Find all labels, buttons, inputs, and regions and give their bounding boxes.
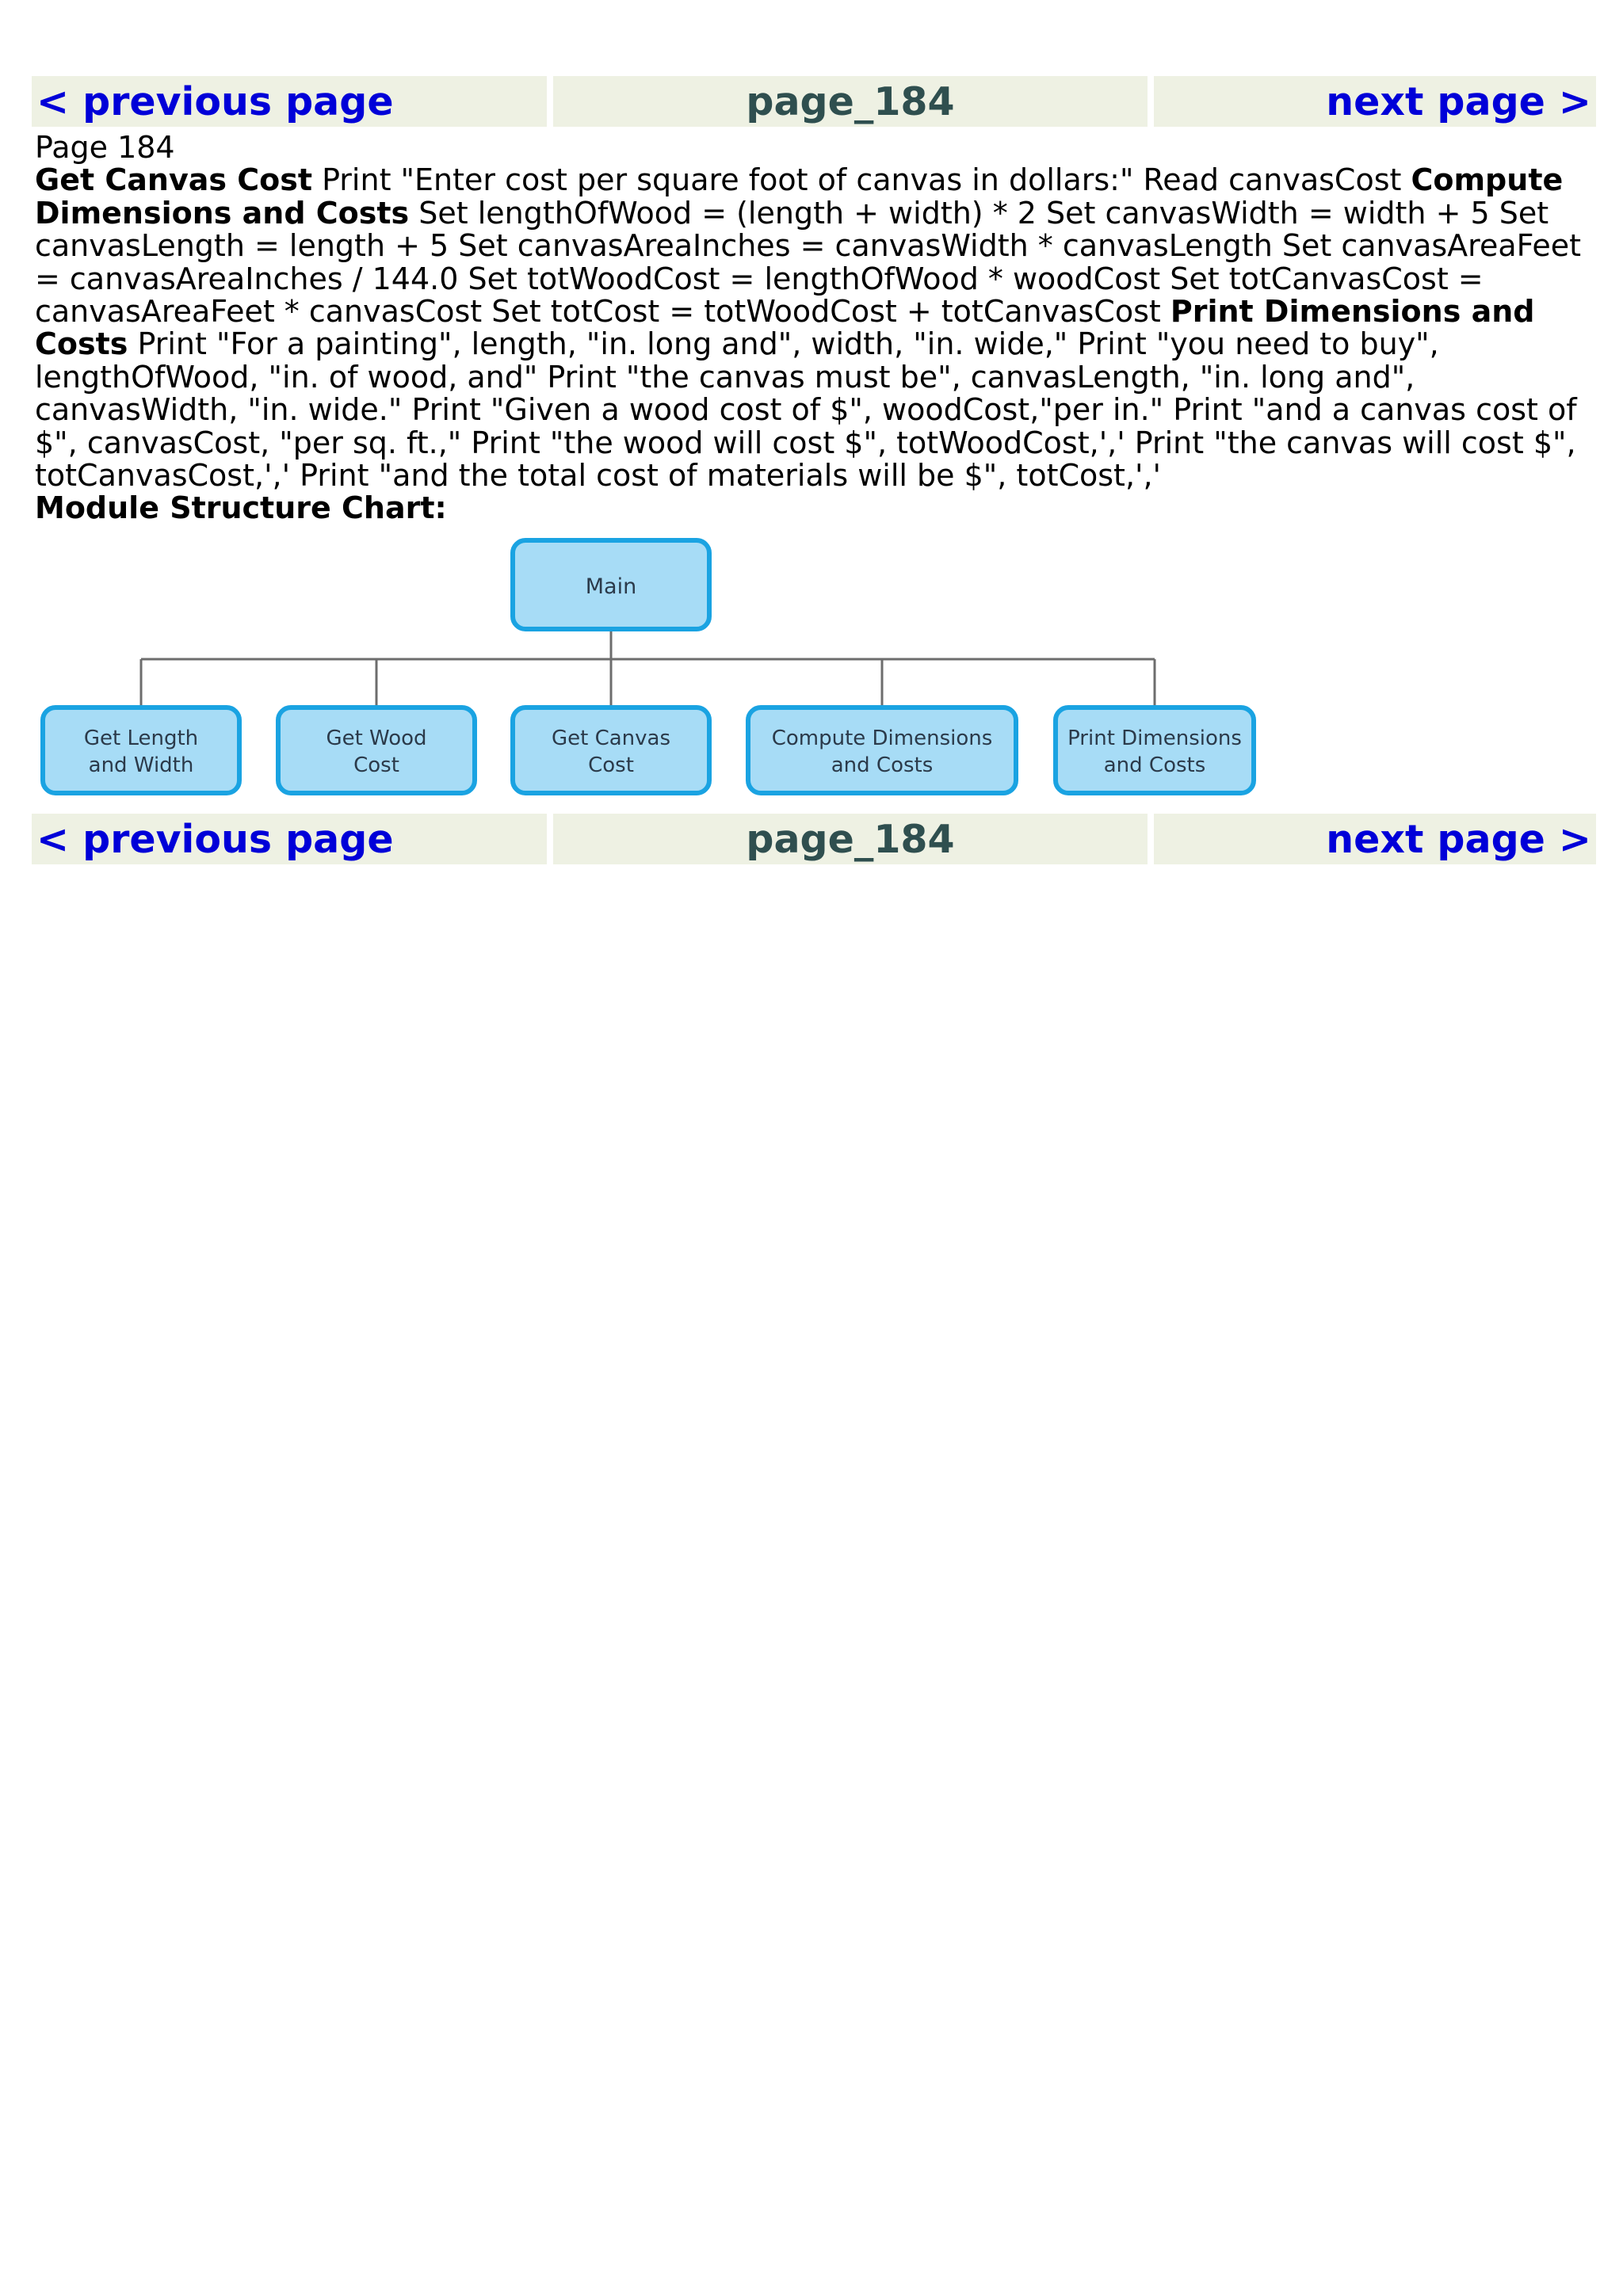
node-label-line1: Get Canvas: [552, 727, 670, 750]
node-main-label: Main: [586, 574, 636, 599]
node-get-length-and-width: Get Length and Width: [40, 705, 242, 795]
heading-get-canvas-cost: Get Canvas Cost: [35, 162, 312, 198]
node-label-line1: Print Dimensions: [1067, 727, 1242, 750]
connector-lines: [139, 629, 1156, 707]
node-label-line2: Cost: [588, 753, 634, 777]
node-main: Main: [510, 538, 712, 631]
top-navigation-bar: < previous page page_184 next page >: [32, 76, 1596, 127]
node-label-line1: Compute Dimensions: [772, 727, 993, 750]
text-get-canvas-cost: Print "Enter cost per square foot of can…: [311, 162, 1411, 198]
node-compute-dimensions-and-costs: Compute Dimensions and Costs: [746, 705, 1018, 795]
page-content: Page 184 Get Canvas Cost Print "Enter co…: [35, 130, 1593, 526]
bottom-navigation-bar: < previous page page_184 next page >: [32, 814, 1596, 864]
text-print-dimensions: Print "For a painting", length, "in. lon…: [35, 326, 1577, 494]
page-label: page_184: [553, 76, 1148, 127]
heading-compute-dimensions: Compute Dimensions and Costs: [35, 162, 1564, 231]
next-page-link[interactable]: next page >: [1154, 76, 1596, 127]
node-label-line2: Cost: [353, 753, 399, 777]
page-label: page_184: [553, 814, 1148, 864]
node-label-line2: and Width: [89, 753, 194, 777]
module-structure-chart-svg: Main Get Length and Width Get Wood Cost …: [40, 538, 1256, 795]
previous-page-link[interactable]: < previous page: [32, 814, 547, 864]
node-print-dimensions-and-costs: Print Dimensions and Costs: [1053, 705, 1256, 795]
module-structure-chart: Main Get Length and Width Get Wood Cost …: [32, 531, 1268, 808]
pseudocode-paragraph: Get Canvas Cost Print "Enter cost per sq…: [35, 164, 1593, 492]
node-get-wood-cost: Get Wood Cost: [276, 705, 477, 795]
node-get-canvas-cost: Get Canvas Cost: [510, 705, 712, 795]
node-label-line1: Get Length: [84, 727, 198, 750]
node-label-line2: and Costs: [831, 753, 934, 777]
previous-page-link[interactable]: < previous page: [32, 76, 547, 127]
module-chart-heading: Module Structure Chart:: [35, 490, 447, 526]
node-label-line1: Get Wood: [326, 727, 426, 750]
text-compute-dimensions: Set lengthOfWood = (length + width) * 2 …: [35, 195, 1582, 330]
heading-print-dimensions: Print Dimensions and Costs: [35, 294, 1535, 362]
next-page-link[interactable]: next page >: [1154, 814, 1596, 864]
page-heading: Page 184: [35, 130, 175, 165]
node-label-line2: and Costs: [1104, 753, 1206, 777]
